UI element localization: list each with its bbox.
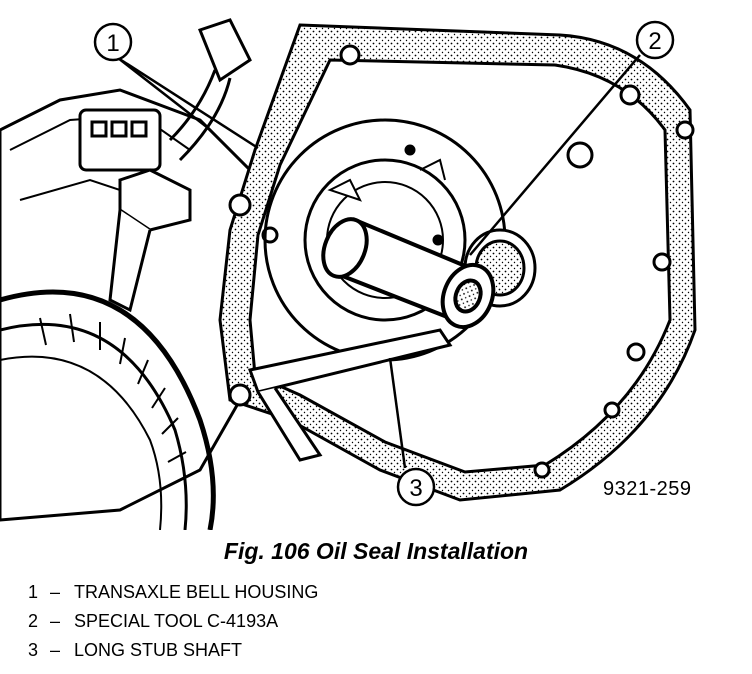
legend-dash: – [50,640,61,660]
callout-3-number: 3 [409,475,422,502]
leader-lines [117,54,641,469]
transaxle-drawing: 1 2 3 [0,18,697,530]
legend-item: 1–TRANSAXLE BELL HOUSING [28,578,318,607]
legend-label: LONG STUB SHAFT [74,640,243,660]
legend-number: 2 [28,611,39,631]
callout-1: 1 [93,22,133,62]
callout-3: 3 [396,467,436,507]
legend-number: 3 [28,640,39,660]
figure-code: 9321-259 [603,478,692,500]
legend-label: TRANSAXLE BELL HOUSING [74,582,319,602]
legend-dash: – [50,582,61,602]
callout-2: 2 [635,20,675,60]
stub-shaft [247,328,453,462]
ring-gear [0,289,216,530]
wiring-connector [78,18,252,313]
callout-2-number: 2 [648,28,661,55]
special-tool [321,217,496,330]
legend-number: 1 [28,582,39,602]
legend-item: 2–SPECIAL TOOL C-4193A [28,607,318,636]
legend-dash: – [50,611,61,631]
technical-illustration: 1 2 3 [0,18,697,530]
callout-1-number: 1 [106,30,119,57]
figure-caption: Fig. 106 Oil Seal Installation [223,538,529,564]
legend-label: SPECIAL TOOL C-4193A [74,611,279,631]
legend-item: 3–LONG STUB SHAFT [28,636,318,665]
legend-list: 1–TRANSAXLE BELL HOUSING 2–SPECIAL TOOL … [28,578,318,665]
